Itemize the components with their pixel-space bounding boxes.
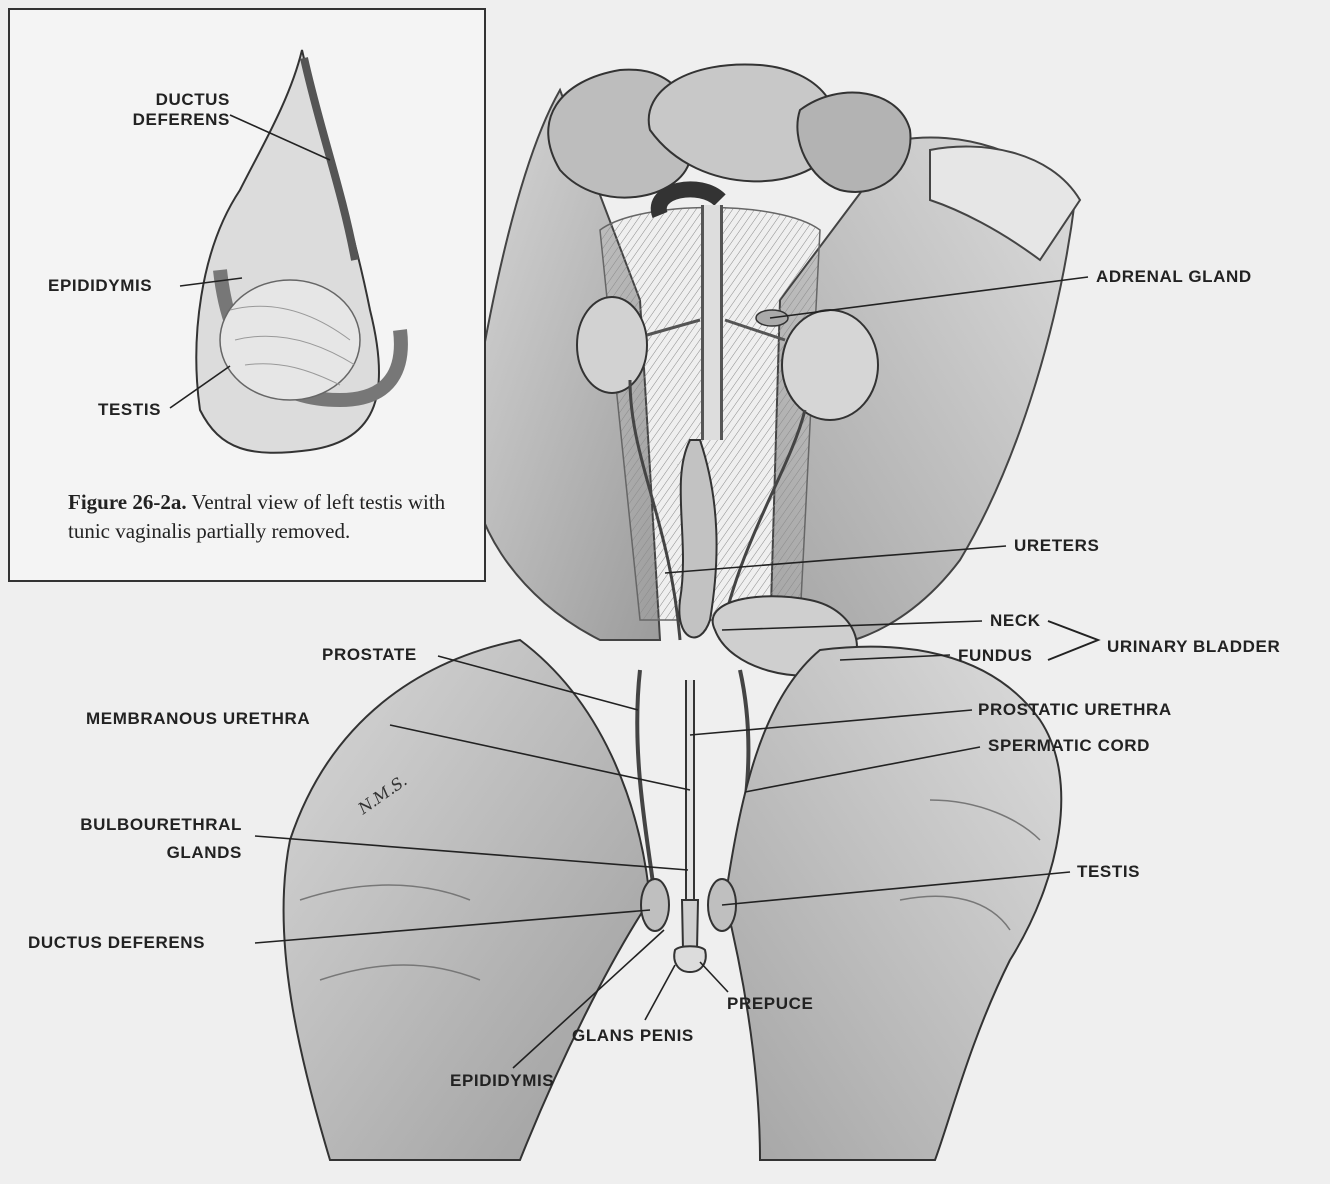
inset-figure: DUCTUS DEFERENS EPIDIDYMIS TESTIS Figure… — [8, 8, 486, 582]
label-spermatic-cord: SPERMATIC CORD — [988, 736, 1150, 756]
label-prepuce: PREPUCE — [727, 994, 813, 1014]
left-testis — [641, 879, 669, 931]
right-hindlimb — [725, 647, 1061, 1160]
penis — [682, 900, 698, 950]
figure-caption: Figure 26-2a. Ventral view of left testi… — [68, 488, 448, 546]
label-ductus-deferens: DUCTUS DEFERENS — [28, 933, 205, 953]
inset-label-epididymis: EPIDIDYMIS — [48, 276, 152, 296]
label-glans-penis: GLANS PENIS — [572, 1026, 694, 1046]
label-membranous-urethra: MEMBRANOUS URETHRA — [86, 709, 310, 729]
label-adrenal-gland: ADRENAL GLAND — [1096, 267, 1252, 287]
inset-label-ductus-deferens: DUCTUS DEFERENS — [130, 90, 230, 130]
right-kidney — [782, 310, 878, 420]
label-testis: TESTIS — [1077, 862, 1140, 882]
label-bulbourethral-glands: BULBOURETHRAL GLANDS — [48, 811, 242, 867]
label-epididymis: EPIDIDYMIS — [450, 1071, 554, 1091]
liver-lobe-right — [797, 93, 910, 192]
label-fundus: FUNDUS — [958, 646, 1032, 666]
label-urinary-bladder: URINARY BLADDER — [1107, 637, 1280, 657]
inset-label-testis: TESTIS — [98, 400, 161, 420]
left-kidney — [577, 297, 647, 393]
glans-penis — [674, 946, 706, 972]
label-prostate: PROSTATE — [322, 645, 417, 665]
label-ureters: URETERS — [1014, 536, 1099, 556]
label-neck: NECK — [990, 611, 1041, 631]
label-prostatic-urethra: PROSTATIC URETHRA — [978, 700, 1172, 720]
inset-testis — [220, 280, 360, 400]
caption-number: Figure 26-2a. — [68, 490, 187, 514]
